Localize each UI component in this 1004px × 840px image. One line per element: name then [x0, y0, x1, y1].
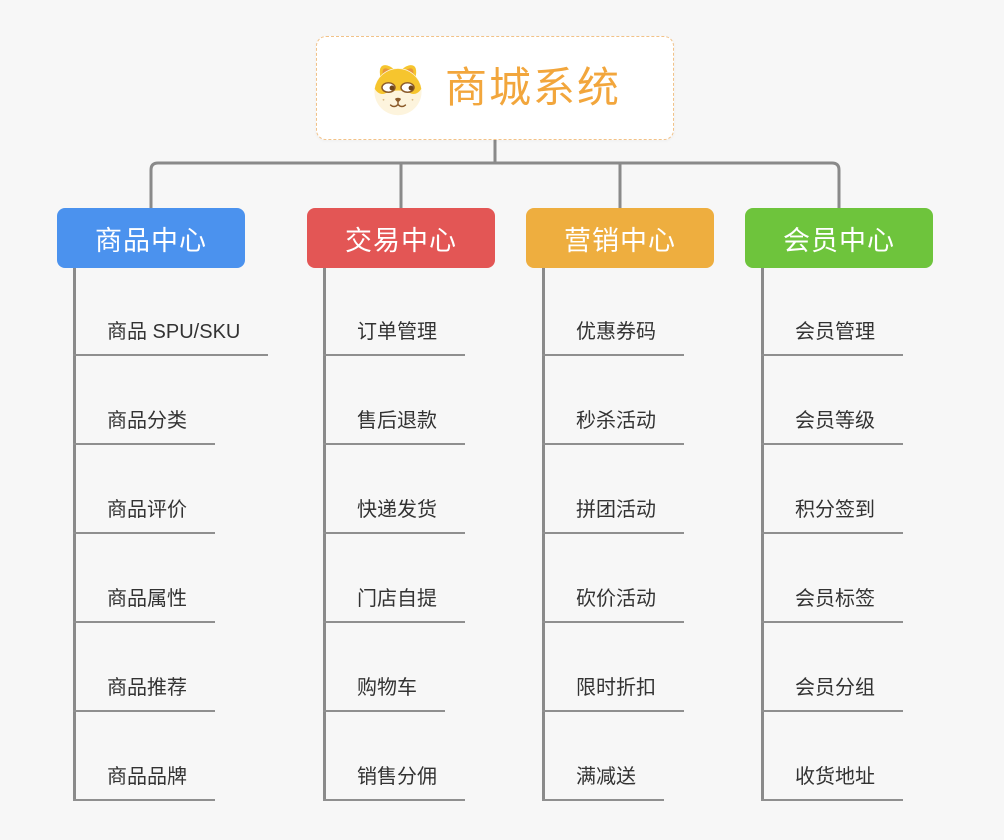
root-title: 商城系统	[444, 64, 621, 111]
leaf-node[interactable]: 商品 SPU/SKU	[73, 319, 269, 356]
branch-node-marketing[interactable]: 营销中心	[526, 208, 714, 268]
leaf-node[interactable]: 购物车	[323, 675, 445, 712]
trunk-line	[542, 268, 545, 801]
leaf-node[interactable]: 商品品牌	[73, 764, 215, 801]
leaf-node[interactable]: 限时折扣	[542, 675, 684, 712]
dog-face-icon	[374, 65, 422, 116]
leaf-node[interactable]: 售后退款	[323, 408, 465, 445]
trunk-line	[761, 268, 764, 801]
branch-label: 交易中心	[345, 225, 457, 256]
leaf-node[interactable]: 砍价活动	[542, 586, 684, 623]
leaf-node[interactable]: 商品评价	[73, 497, 215, 534]
branch-node-trade[interactable]: 交易中心	[307, 208, 495, 268]
leaf-node[interactable]: 拼团活动	[542, 497, 684, 534]
leaf-node[interactable]: 商品分类	[73, 408, 215, 445]
leaf-column-marketing: 优惠券码 秒杀活动 拼团活动 砍价活动 限时折扣 满减送	[542, 268, 772, 803]
leaf-node[interactable]: 收货地址	[761, 764, 903, 801]
branch-node-members[interactable]: 会员中心	[745, 208, 933, 268]
root-node[interactable]: 商城系统	[316, 36, 674, 140]
branch-node-products[interactable]: 商品中心	[57, 208, 245, 268]
leaf-column-products: 商品 SPU/SKU 商品分类 商品评价 商品属性 商品推荐 商品品牌	[73, 268, 303, 803]
trunk-line	[73, 268, 76, 801]
branch-label: 营销中心	[564, 225, 676, 256]
leaf-node[interactable]: 商品推荐	[73, 675, 215, 712]
leaf-node[interactable]: 销售分佣	[323, 764, 465, 801]
leaf-node[interactable]: 满减送	[542, 764, 664, 801]
leaf-node[interactable]: 会员标签	[761, 586, 903, 623]
branch-label: 会员中心	[783, 225, 895, 256]
leaf-node[interactable]: 秒杀活动	[542, 408, 684, 445]
leaf-column-trade: 订单管理 售后退款 快递发货 门店自提 购物车 销售分佣	[323, 268, 553, 803]
leaf-node[interactable]: 订单管理	[323, 319, 465, 356]
leaf-node[interactable]: 优惠券码	[542, 319, 684, 356]
leaf-node[interactable]: 快递发货	[323, 497, 465, 534]
leaf-node[interactable]: 商品属性	[73, 586, 215, 623]
leaf-node[interactable]: 积分签到	[761, 497, 903, 534]
branch-label: 商品中心	[95, 225, 207, 256]
trunk-line	[323, 268, 326, 801]
leaf-node[interactable]: 会员管理	[761, 319, 903, 356]
leaf-node[interactable]: 会员等级	[761, 408, 903, 445]
leaf-node[interactable]: 门店自提	[323, 586, 465, 623]
leaf-node[interactable]: 会员分组	[761, 675, 903, 712]
leaf-column-members: 会员管理 会员等级 积分签到 会员标签 会员分组 收货地址	[761, 268, 991, 803]
